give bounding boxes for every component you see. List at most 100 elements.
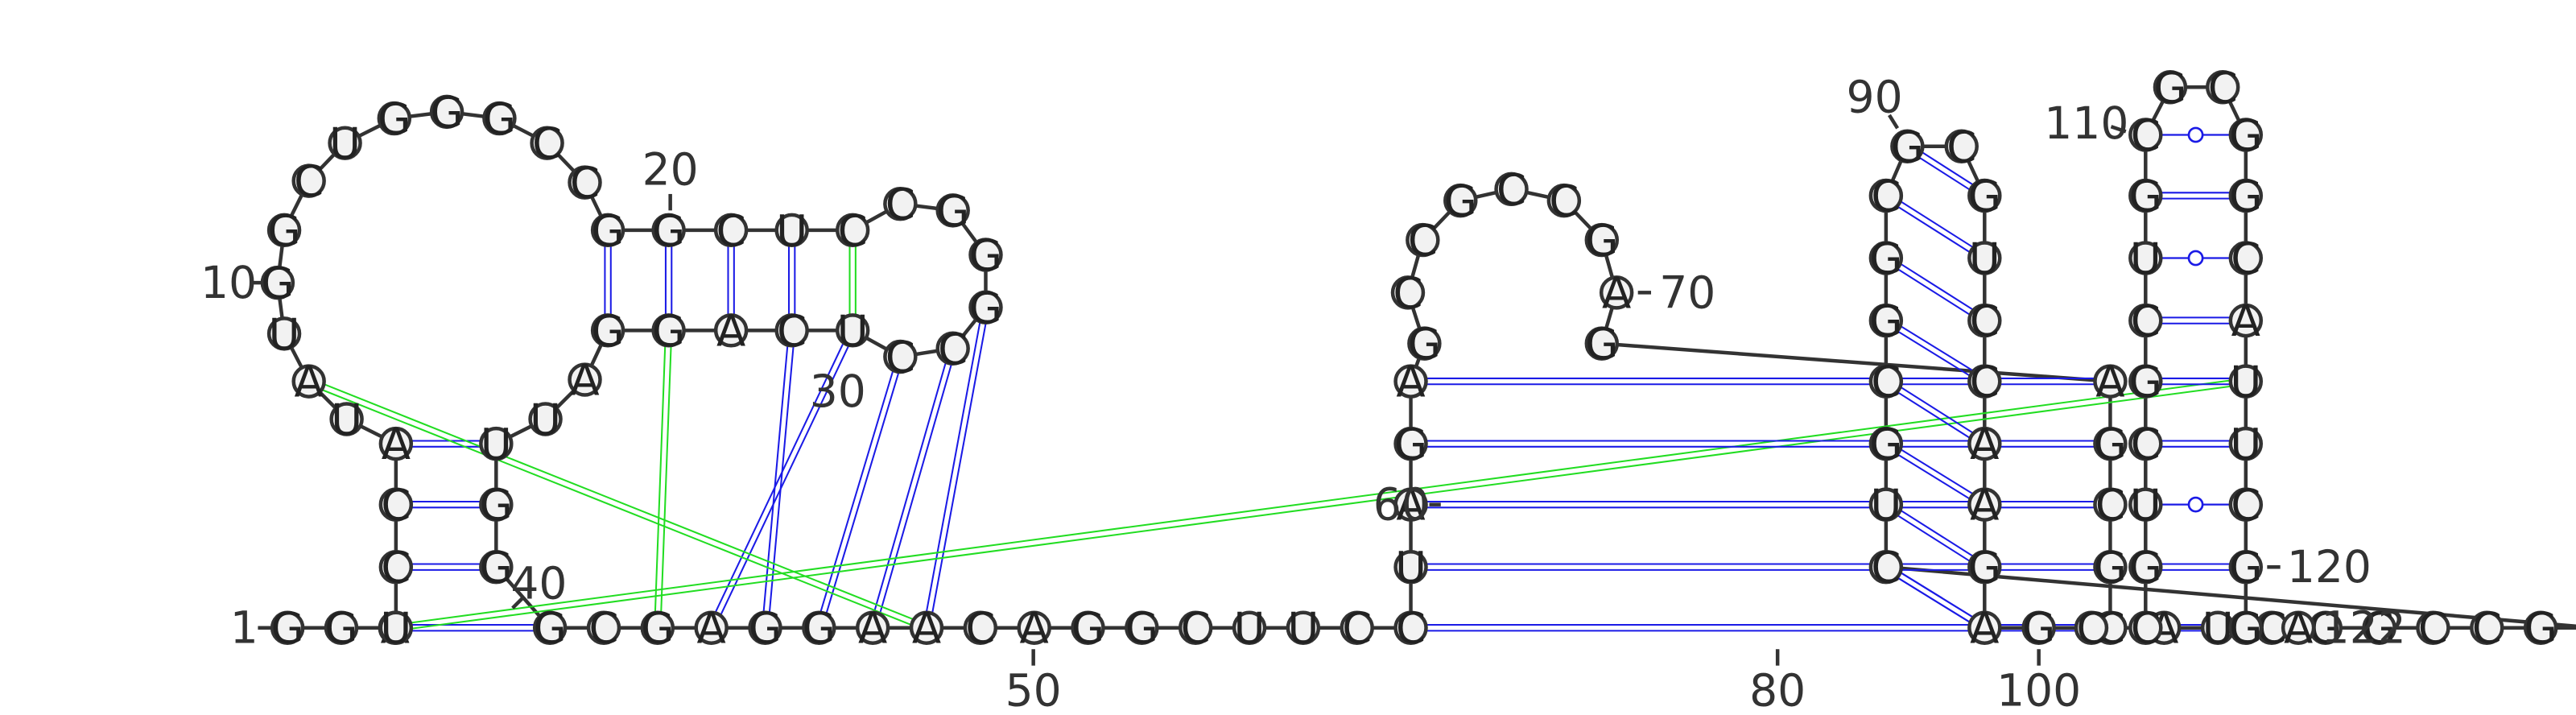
canonical-pair-line (1887, 440, 1987, 503)
nucleotide-circle (835, 313, 870, 348)
nucleotide-circle (291, 364, 326, 399)
nucleotide-letter: G (592, 206, 625, 256)
nucleotide-circle (260, 265, 295, 300)
nucleotide-G: G (377, 94, 412, 144)
nucleotide-letter: G (2229, 604, 2262, 654)
nucleotide-circle (1390, 275, 1426, 310)
nucleotide-letter: A (2231, 296, 2260, 346)
nucleotide-C: C (774, 306, 809, 356)
nucleotide-circle (1340, 610, 1374, 645)
nucleotide-letter: U (1969, 234, 2000, 284)
nucleotide-letter: C (2131, 419, 2161, 469)
nucleotide-letter: C (1871, 358, 1901, 407)
nucleotide-circle (528, 402, 563, 436)
nucleotide-letter: G (2363, 604, 2396, 654)
nucleotide-letter: A (1970, 481, 1999, 531)
nucleotide-G: G (2228, 172, 2264, 221)
nucleotide-circle (530, 126, 564, 160)
nucleotide-circle (1393, 364, 1428, 399)
nucleotide-C: C (1944, 122, 1979, 172)
nucleotide-circle (479, 426, 514, 461)
position-label: 40 (510, 558, 567, 610)
nucleotide-A: A (694, 604, 729, 654)
nucleotide-circle (963, 610, 998, 645)
position-label: 100 (1996, 664, 2081, 715)
nucleotide-letter: A (1970, 604, 1999, 654)
nucleotide-C: C (1967, 358, 2002, 407)
position-tick (511, 597, 524, 610)
canonical-pair-line (1887, 192, 1987, 257)
nucleotide-letter: A (1020, 604, 1049, 654)
nucleotide-letter: G (652, 306, 685, 356)
nucleotide-G: G (2153, 63, 2188, 113)
wobble-pair-marker (2187, 250, 2204, 267)
nucleotide-U: U (2200, 604, 2235, 654)
nucleotide-circle (1868, 303, 1904, 338)
nucleotide-A: A (378, 419, 414, 469)
nucleotide-C: C (1546, 176, 1582, 226)
nucleotide-circle (1494, 172, 1529, 207)
nucleotide-circle (2074, 610, 2109, 645)
canonical-pair-line (1884, 259, 1984, 324)
nucleotide-G: G (2228, 543, 2264, 593)
nucleotide-circle (328, 126, 362, 160)
nucleotide-letter: C (838, 206, 868, 256)
nucleotide-circle (2281, 610, 2316, 645)
nucleotide-circle (855, 610, 890, 645)
nucleotide-U: U (528, 395, 563, 445)
nucleotide-letter: C (2231, 481, 2260, 531)
nucleotide-U: U (835, 306, 870, 356)
nucleotide-G: G (260, 258, 295, 308)
nucleotide-circle (1393, 487, 1428, 522)
nucleotide-letter: A (716, 306, 745, 356)
nucleotide-letter: G (2153, 63, 2186, 113)
nucleotide-circle (2523, 610, 2558, 645)
nucleotide-A: A (855, 604, 890, 654)
nucleotide-C: C (586, 604, 621, 654)
nucleotide-circle (2228, 241, 2264, 275)
nucleotide-letter: C (2131, 110, 2161, 160)
nucleotide-letter: G (268, 206, 301, 256)
nucleotide-circle (935, 193, 970, 228)
nucleotide-circle (482, 101, 517, 136)
tertiary-pair-line (395, 383, 2247, 632)
nucleotide-C: C (1393, 604, 1428, 654)
nucleotide-circle (2228, 610, 2264, 645)
pseudoknot-pair-line (923, 306, 984, 628)
nucleotide-G: G (1868, 296, 1904, 346)
nucleotide-letter: C (1342, 604, 1372, 654)
nucleotide-letter: C (1549, 176, 1579, 226)
nucleotide-letter: C (2418, 604, 2448, 654)
nucleotide-C: C (568, 159, 602, 209)
canonical-pair-line (1884, 506, 1984, 571)
nucleotide-letter: G (1408, 320, 1441, 370)
nucleotide-A: A (1967, 419, 2002, 469)
nucleotide-G: G (968, 230, 1003, 280)
nucleotide-letter: G (2129, 358, 2162, 407)
nucleotide-letter: G (1891, 122, 1924, 172)
nucleotide-U: U (479, 419, 514, 469)
nucleotide-letter: C (2131, 296, 2161, 346)
pseudoknot-pair-line (761, 329, 791, 628)
nucleotide-circle (2128, 426, 2163, 461)
nucleotide-G: G (1071, 604, 1105, 654)
nucleotide-letter: G (483, 94, 516, 144)
nucleotide-letter: G (1071, 604, 1104, 654)
nucleotide-letter: C (777, 306, 807, 356)
canonical-pair-line (1887, 501, 1987, 565)
nucleotide-circle (1393, 549, 1428, 585)
nucleotide-A: A (909, 604, 944, 654)
nucleotide-letter: G (2022, 604, 2055, 654)
nucleotide-letter: G (592, 306, 625, 356)
position-label: 110 (2044, 97, 2128, 149)
nucleotide-G: G (1868, 234, 1904, 284)
nucleotide-G: G (1443, 176, 1478, 226)
nucleotide-circle (429, 94, 464, 130)
nucleotide-circle (1967, 364, 2002, 399)
nucleotide-G: G (2128, 543, 2163, 593)
nucleotide-C: C (935, 324, 970, 374)
nucleotide-U: U (266, 309, 302, 359)
nucleotide-circle (1178, 610, 1213, 645)
nucleotide-circle (774, 313, 809, 348)
nucleotide-letter: A (295, 358, 324, 407)
